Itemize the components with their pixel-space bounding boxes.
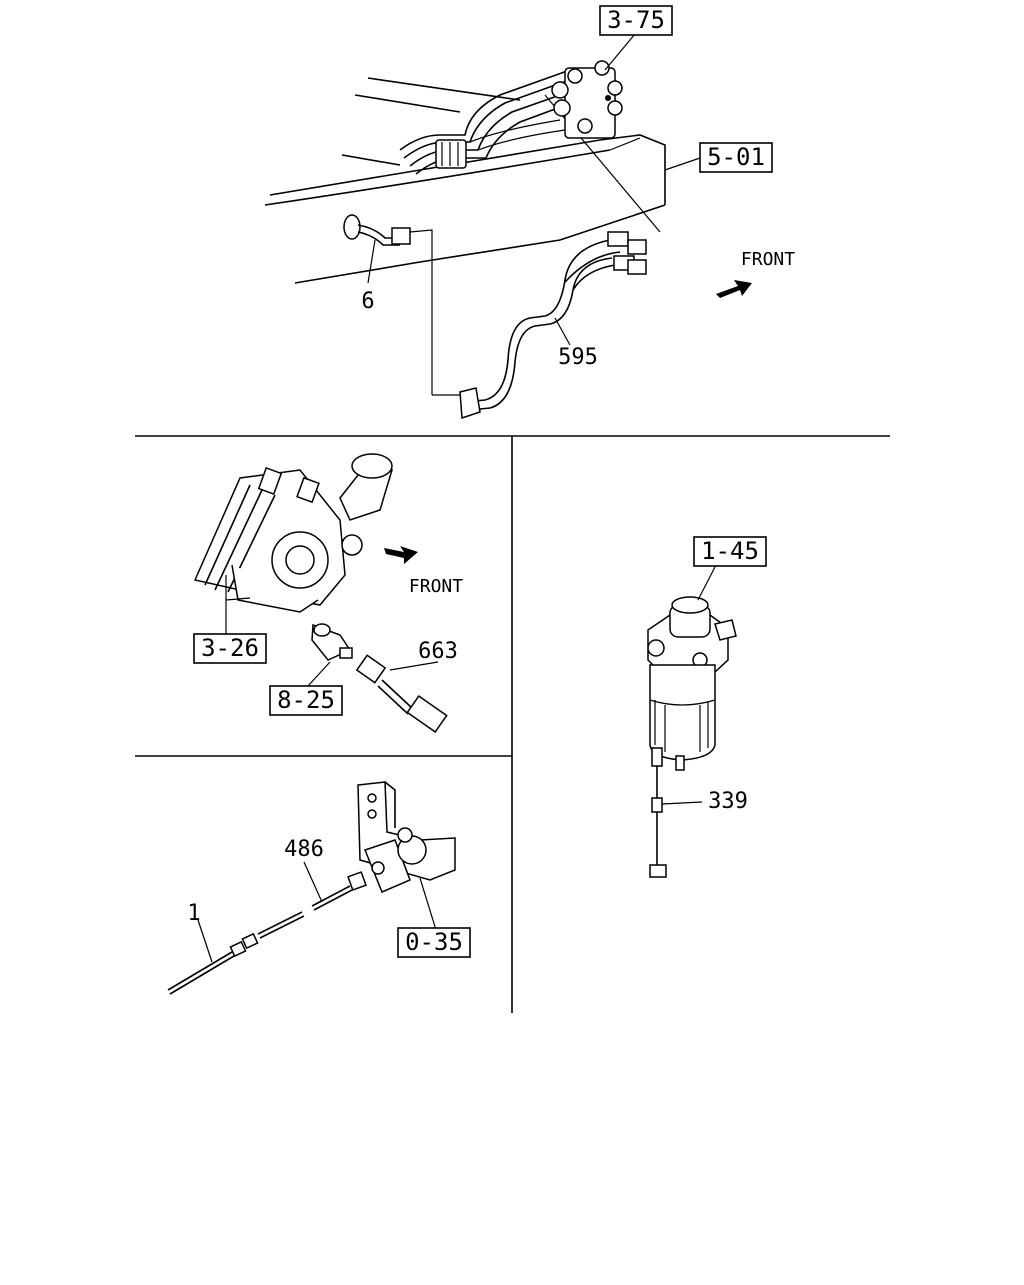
ref-label-0-35: 0-35 xyxy=(405,928,463,956)
front-arrow-icon xyxy=(716,280,752,298)
ref-box-3-75 xyxy=(599,5,673,36)
front-label-top: FRONT xyxy=(741,249,795,270)
part-label-6: 6 xyxy=(361,289,374,314)
part-663-connector xyxy=(355,654,448,733)
part-595-harness xyxy=(432,231,647,420)
ref-label-5-01: 5-01 xyxy=(707,143,765,171)
part-label-663: 663 xyxy=(418,639,458,664)
ref-label-1-45: 1-45 xyxy=(701,537,759,565)
ref-box-5-01 xyxy=(699,142,773,173)
top-frame-assembly: 3-75 5-01 6 595 FRONT xyxy=(264,5,795,420)
middle-left-pump-assembly: 3-26 8-25 663 FRONT xyxy=(193,453,463,733)
bottom-left-switch-assembly: 0-35 486 1 xyxy=(167,781,471,995)
part-label-595: 595 xyxy=(558,345,598,370)
pressure-sensor xyxy=(311,623,353,661)
right-fuel-filter-assembly: 1-45 339 xyxy=(647,536,767,878)
part-339-sensor-wire xyxy=(649,766,667,878)
ref-box-3-26 xyxy=(193,633,267,664)
part-486-cable xyxy=(229,871,367,958)
ref-label-8-25: 8-25 xyxy=(277,686,335,714)
part-label-339: 339 xyxy=(708,789,748,814)
part-6-hose xyxy=(343,214,433,395)
valve-block xyxy=(551,60,623,139)
front-arrow-icon-middle xyxy=(384,546,418,564)
ref-box-1-45 xyxy=(693,536,767,567)
front-label-middle: FRONT xyxy=(409,576,463,597)
ref-box-8-25 xyxy=(269,685,343,716)
ref-label-3-75: 3-75 xyxy=(607,6,665,34)
part-label-1: 1 xyxy=(187,901,200,926)
ref-label-3-26: 3-26 xyxy=(201,634,259,662)
part-label-486: 486 xyxy=(284,837,324,862)
part-1-cable xyxy=(167,951,235,995)
ref-box-0-35 xyxy=(397,927,471,958)
